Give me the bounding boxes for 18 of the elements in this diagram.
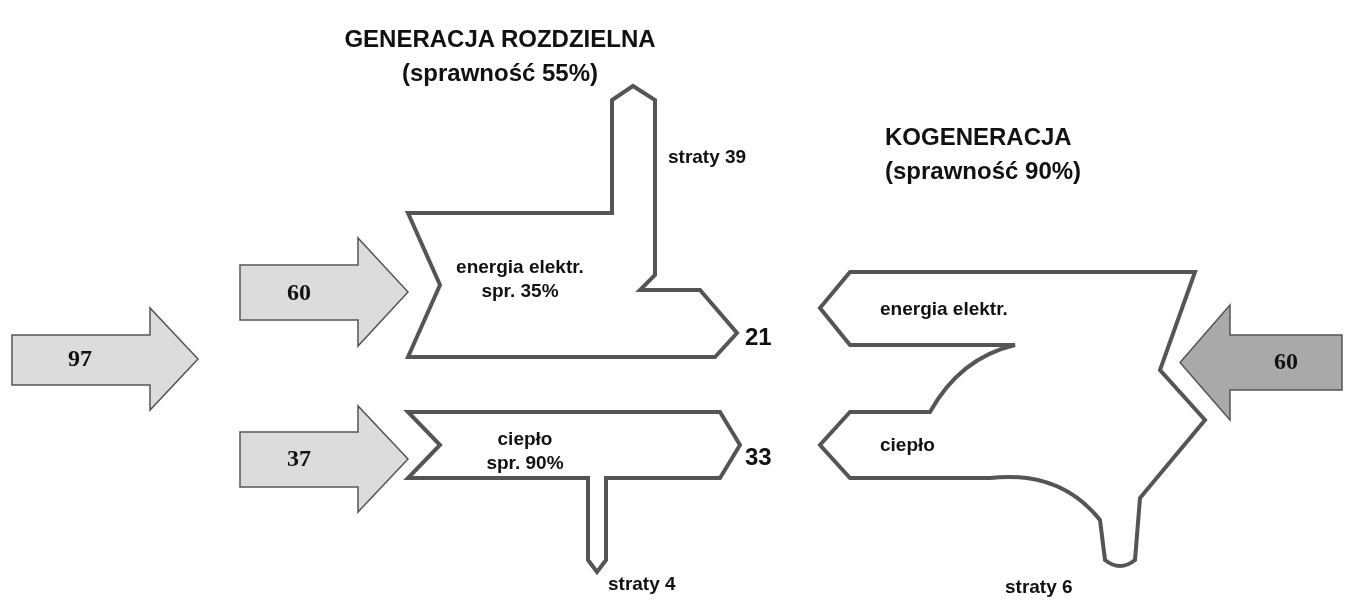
edge-label: 37 (286, 446, 312, 470)
flow-label: energia elektr. (880, 297, 1009, 321)
block-arrow (1179, 303, 1343, 422)
loss-label: straty 39 (668, 145, 748, 169)
edge-label: 60 (286, 280, 312, 304)
flow-label: ciepło (880, 433, 936, 457)
output-value: 33 (745, 442, 773, 472)
edge-label: 60 (1273, 349, 1299, 373)
value-label: 97 (67, 346, 93, 370)
block-arrow (239, 236, 410, 348)
block-arrow (239, 404, 410, 514)
heading: KOGENERACJA (sprawność 90%) (885, 122, 1083, 186)
flow-label: ciepło spr. 90% (485, 427, 565, 475)
heading: GENERACJA ROZDZIELNA (sprawność 55%) (343, 24, 657, 88)
loss-label: straty 4 (608, 572, 677, 596)
loss-label: straty 6 (1005, 575, 1074, 599)
flow-label: energia elektr. spr. 35% (455, 255, 585, 303)
output-value: 21 (745, 322, 773, 352)
